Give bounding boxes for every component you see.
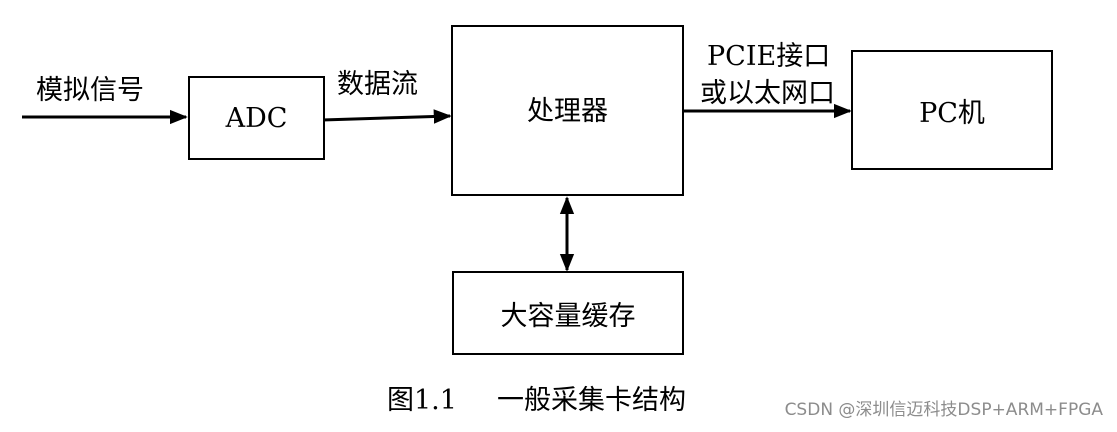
buffer-box: 大容量缓存 <box>452 271 684 355</box>
ethernet-port-label: 或以太网口 <box>700 78 835 109</box>
input-signal-label: 模拟信号 <box>36 75 144 106</box>
adc-box: ADC <box>188 76 325 160</box>
processor-label: 处理器 <box>527 96 608 127</box>
processor-box: 处理器 <box>451 25 684 196</box>
pc-box: PC机 <box>851 50 1053 170</box>
figure-title: 一般采集卡结构 <box>496 385 686 416</box>
adc-label: ADC <box>225 102 288 134</box>
arrow-adc-to-processor <box>321 109 452 124</box>
figure-caption: 图1.1 一般采集卡结构 <box>387 378 686 417</box>
pc-label: PC机 <box>919 97 985 129</box>
figure-number: 图1.1 <box>387 385 457 416</box>
pcie-interface-label: PCIE接口 <box>707 41 831 72</box>
data-stream-label: 数据流 <box>337 69 418 100</box>
watermark: CSDN @深圳信迈科技DSP+ARM+FPGA <box>784 400 1103 420</box>
buffer-label: 大容量缓存 <box>500 300 636 332</box>
